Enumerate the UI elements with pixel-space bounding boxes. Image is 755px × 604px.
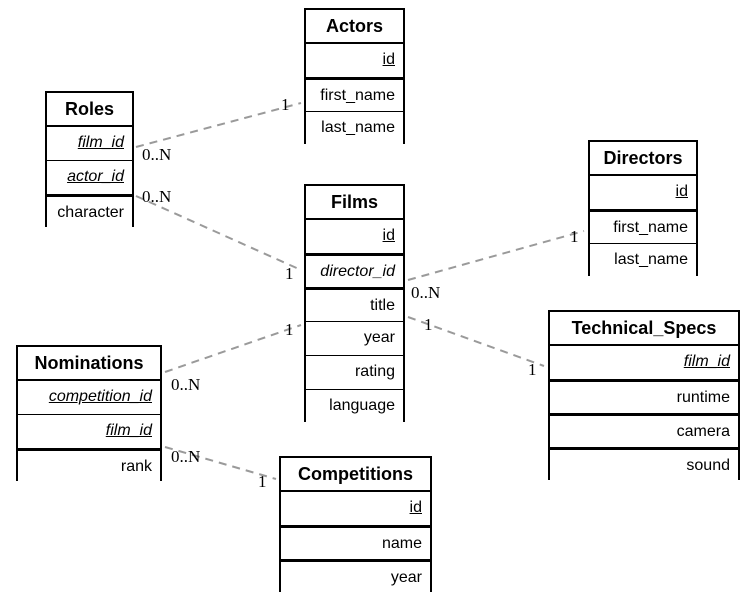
attribute-label: actor_id <box>67 168 124 185</box>
attribute-label: year <box>363 329 395 346</box>
cardinality-films-technical_specs-from: 1 <box>424 315 433 334</box>
attribute-label: runtime <box>676 389 730 406</box>
entity-attribute-nominations-rank[interactable]: rank <box>18 449 160 483</box>
attribute-label: rating <box>354 363 395 380</box>
attribute-label: film_id <box>683 353 730 370</box>
entity-attribute-roles-actor_id[interactable]: actor_id <box>47 161 132 195</box>
entity-attribute-actors-first_name[interactable]: first_name <box>306 78 403 112</box>
relationship-line-films-directors <box>407 230 585 281</box>
attribute-label: last_name <box>614 251 688 268</box>
attribute-label: title <box>370 297 395 314</box>
attribute-label: id <box>382 227 395 244</box>
entity-title-technical_specs: Technical_Specs <box>550 312 738 346</box>
attribute-label: film_id <box>77 134 124 151</box>
attribute-label: rank <box>120 458 152 475</box>
attribute-label: id <box>409 499 422 516</box>
entity-title-actors: Actors <box>306 10 403 44</box>
entity-title-nominations: Nominations <box>18 347 160 381</box>
attribute-label: sound <box>686 457 730 474</box>
attribute-label: director_id <box>320 263 395 280</box>
relationship-line-nominations-competitions <box>164 446 277 480</box>
relationship-line-nominations-films <box>164 324 302 373</box>
entity-attribute-roles-film_id[interactable]: film_id <box>47 127 132 161</box>
entity-attribute-technical_specs-camera[interactable]: camera <box>550 414 738 448</box>
entity-attribute-films-rating[interactable]: rating <box>306 356 403 390</box>
entity-attribute-actors-id[interactable]: id <box>306 44 403 78</box>
cardinality-roles-films-to: 1 <box>285 264 294 283</box>
cardinality-films-technical_specs-to: 1 <box>528 360 537 379</box>
entity-title-competitions: Competitions <box>281 458 430 492</box>
relationship-line-roles-actors <box>135 102 302 148</box>
attribute-label: film_id <box>105 422 152 439</box>
entity-attribute-competitions-name[interactable]: name <box>281 526 430 560</box>
entity-attribute-competitions-year[interactable]: year <box>281 560 430 594</box>
entity-attribute-technical_specs-film_id[interactable]: film_id <box>550 346 738 380</box>
cardinality-films-directors-to: 1 <box>570 227 579 246</box>
entity-table-directors[interactable]: Directors id first_name last_name <box>588 140 698 278</box>
entity-table-actors[interactable]: Actors id first_name last_name <box>304 8 405 146</box>
entity-table-roles[interactable]: Roles film_id actor_id character <box>45 91 134 229</box>
entity-attribute-nominations-film_id[interactable]: film_id <box>18 415 160 449</box>
entity-title-films: Films <box>306 186 403 220</box>
cardinality-roles-actors-to: 1 <box>281 95 290 114</box>
relationship-line-roles-films <box>135 195 302 271</box>
entity-attribute-films-id[interactable]: id <box>306 220 403 254</box>
entity-attribute-directors-first_name[interactable]: first_name <box>590 210 696 244</box>
entity-table-competitions[interactable]: Competitions id name year <box>279 456 432 594</box>
attribute-label: competition_id <box>48 388 152 405</box>
cardinality-nominations-films-from: 0..N <box>171 375 201 394</box>
entity-attribute-technical_specs-runtime[interactable]: runtime <box>550 380 738 414</box>
attribute-label: character <box>57 204 124 221</box>
attribute-label: first_name <box>320 87 395 104</box>
attribute-label: year <box>390 569 422 586</box>
cardinality-nominations-competitions-to: 1 <box>258 472 267 491</box>
entity-title-directors: Directors <box>590 142 696 176</box>
cardinality-nominations-competitions-from: 0..N <box>171 447 201 466</box>
entity-attribute-actors-last_name[interactable]: last_name <box>306 112 403 146</box>
entity-attribute-directors-last_name[interactable]: last_name <box>590 244 696 278</box>
entity-title-roles: Roles <box>47 93 132 127</box>
entity-attribute-films-title[interactable]: title <box>306 288 403 322</box>
attribute-label: first_name <box>613 219 688 236</box>
attribute-label: last_name <box>321 119 395 136</box>
cardinality-films-directors-from: 0..N <box>411 283 441 302</box>
attribute-label: id <box>675 183 688 200</box>
relationship-line-films-technical_specs <box>407 316 545 367</box>
entity-attribute-competitions-id[interactable]: id <box>281 492 430 526</box>
attribute-label: name <box>381 535 422 552</box>
attribute-label: camera <box>676 423 730 440</box>
entity-attribute-films-language[interactable]: language <box>306 390 403 424</box>
entity-attribute-films-director_id[interactable]: director_id <box>306 254 403 288</box>
entity-attribute-technical_specs-sound[interactable]: sound <box>550 448 738 482</box>
entity-attribute-directors-id[interactable]: id <box>590 176 696 210</box>
entity-attribute-films-year[interactable]: year <box>306 322 403 356</box>
cardinality-nominations-films-to: 1 <box>285 320 294 339</box>
attribute-label: language <box>329 397 395 414</box>
cardinality-roles-actors-from: 0..N <box>142 145 172 164</box>
entity-attribute-nominations-competition_id[interactable]: competition_id <box>18 381 160 415</box>
cardinality-roles-films-from: 0..N <box>142 187 172 206</box>
entity-attribute-roles-character[interactable]: character <box>47 195 132 229</box>
attribute-label: id <box>382 51 395 68</box>
